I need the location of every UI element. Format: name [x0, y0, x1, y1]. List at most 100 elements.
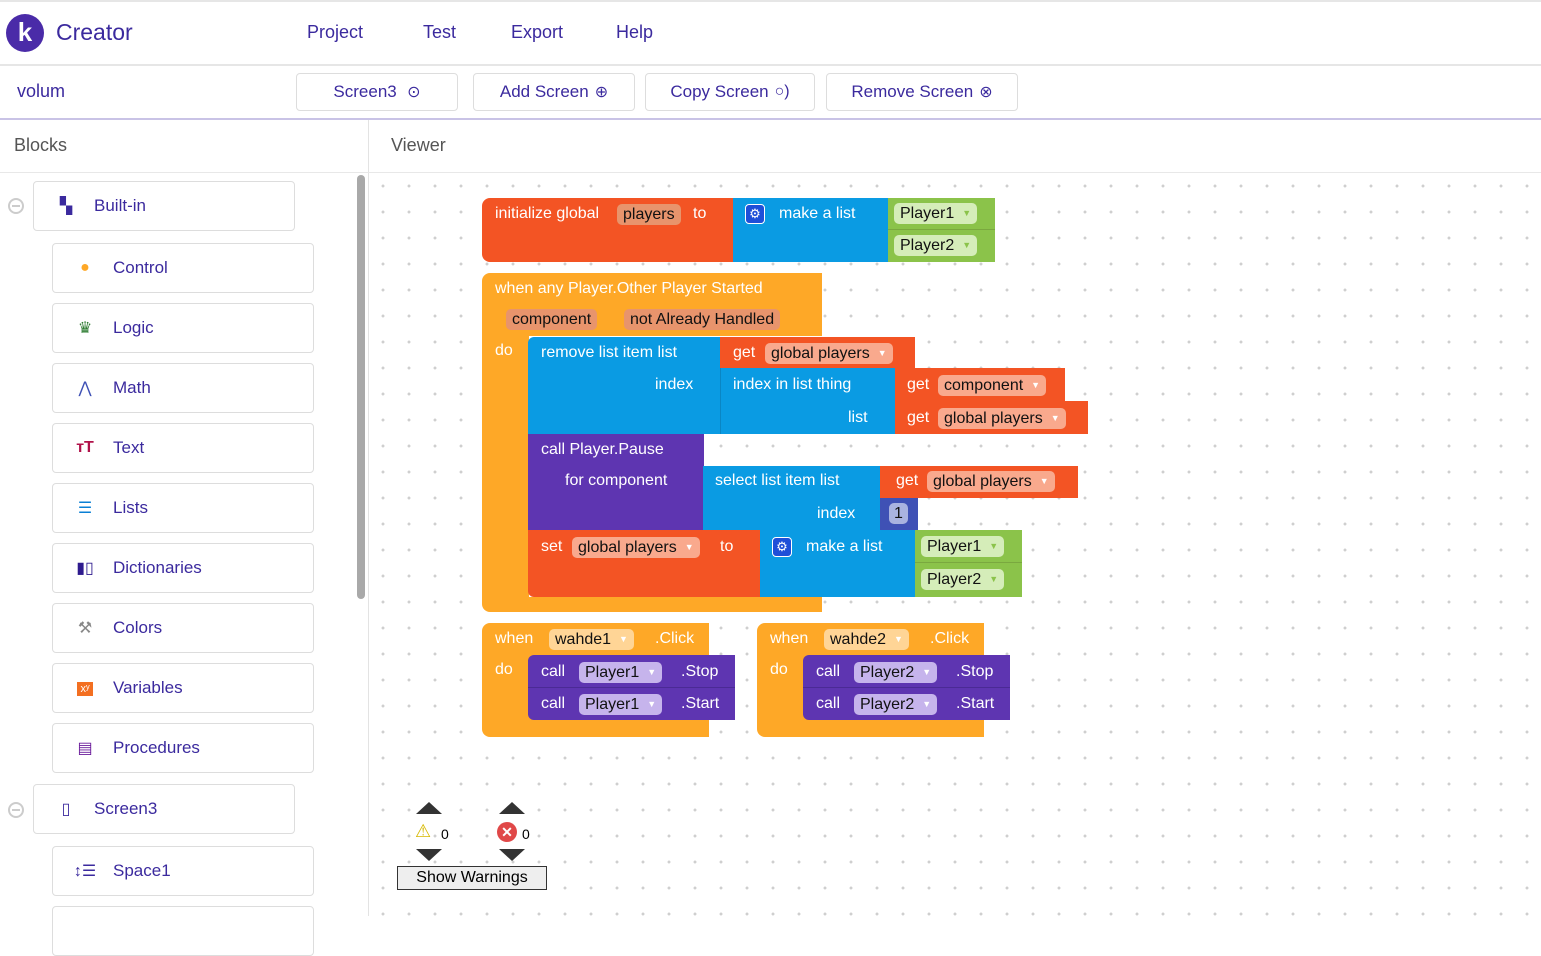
- dictionaries-icon: ▮▯: [76, 560, 94, 577]
- plus-circle-icon: ⊕: [594, 84, 609, 101]
- event-param[interactable]: not Already Handled: [624, 309, 781, 330]
- initialize-global-block[interactable]: [482, 198, 734, 262]
- sidebar-item-lists[interactable]: ☰Lists: [52, 483, 314, 533]
- sidebar-item-label: Screen3: [94, 799, 158, 818]
- sidebar-item-dictionaries[interactable]: ▮▯ Dictionaries: [52, 543, 314, 593]
- variable-name-field[interactable]: players: [617, 204, 681, 225]
- select-list-item-block[interactable]: [703, 466, 881, 530]
- sidebar-item-label: Colors: [113, 618, 163, 637]
- viewer-panel-title: Viewer: [391, 135, 446, 155]
- block-label: call: [816, 663, 841, 680]
- sidebar-item-screen3[interactable]: ▯Screen3: [33, 784, 295, 834]
- top-bar: [0, 0, 1541, 66]
- index-in-list-block[interactable]: [720, 368, 896, 434]
- add-screen-button[interactable]: Add Screen⊕: [473, 73, 635, 111]
- component-dropdown[interactable]: wahde2▼: [824, 629, 909, 650]
- block-label: select list item list: [715, 472, 840, 489]
- variable-dropdown[interactable]: global players▼: [572, 537, 700, 558]
- variable-dropdown[interactable]: global players▼: [938, 408, 1066, 429]
- sidebar-item-math[interactable]: ⋀ Math: [52, 363, 314, 413]
- procedures-icon: ▤: [77, 740, 93, 757]
- sidebar-scrollbar[interactable]: [357, 175, 365, 599]
- remove-circle-icon: ⊗: [979, 84, 993, 101]
- block-label: get: [733, 344, 756, 361]
- copy-screen-label: Copy Screen: [670, 82, 769, 101]
- block-label: when: [495, 630, 534, 647]
- call-player-pause-block[interactable]: [528, 434, 704, 530]
- blocks-panel-title: Blocks: [14, 135, 68, 155]
- variable-dropdown[interactable]: global players▼: [765, 343, 893, 364]
- event-param[interactable]: component: [506, 309, 598, 330]
- block-label: call Player.Pause: [541, 441, 664, 458]
- block-label: .Start: [681, 695, 720, 712]
- component-dropdown[interactable]: Player2▼: [894, 235, 978, 256]
- component-dropdown[interactable]: Player2▼: [854, 694, 938, 715]
- number-field[interactable]: 1: [889, 503, 908, 524]
- component-dropdown[interactable]: Player1▼: [579, 662, 663, 683]
- component-dropdown[interactable]: Player2▼: [921, 569, 1005, 590]
- collapse-builtin-icon[interactable]: [8, 198, 24, 214]
- spacing-icon: ↕☰: [73, 863, 97, 880]
- next-error-button[interactable]: [499, 849, 525, 861]
- block-label: get: [896, 472, 919, 489]
- math-icon: ⋀: [78, 380, 92, 397]
- logic-icon: ♛: [77, 320, 93, 337]
- sidebar-item-label: Built-in: [94, 196, 146, 215]
- component-dropdown[interactable]: Player1▼: [894, 203, 978, 224]
- component-dropdown[interactable]: Player1▼: [921, 536, 1005, 557]
- sidebar-item-logic[interactable]: ♛ Logic: [52, 303, 314, 353]
- sidebar-item-procedures[interactable]: ▤ Procedures: [52, 723, 314, 773]
- sidebar-item-next[interactable]: [52, 906, 314, 956]
- sidebar-item-builtin[interactable]: ▚ Built-in: [33, 181, 295, 231]
- menu-help[interactable]: Help: [616, 22, 654, 42]
- mutator-gear-icon[interactable]: ⚙: [772, 537, 792, 557]
- block-label: get: [907, 409, 930, 426]
- brand-name: Creator: [56, 19, 133, 45]
- remove-list-item-block[interactable]: [528, 337, 721, 434]
- prev-warning-button[interactable]: [416, 802, 442, 814]
- block-label: do: [495, 661, 513, 678]
- block-label: call: [541, 695, 566, 712]
- block-label: list: [848, 409, 868, 426]
- sidebar-item-label: Text: [113, 438, 145, 457]
- component-dropdown[interactable]: wahde1▼: [549, 629, 634, 650]
- copy-screen-button[interactable]: Copy Screen○): [645, 73, 815, 111]
- sidebar-item-control[interactable]: ●Control: [52, 243, 314, 293]
- component-dropdown[interactable]: Player1▼: [579, 694, 663, 715]
- prev-error-button[interactable]: [499, 802, 525, 814]
- warning-icon: ⚠: [415, 821, 432, 841]
- remove-screen-button[interactable]: Remove Screen⊗: [826, 73, 1018, 111]
- mutator-gear-icon[interactable]: ⚙: [745, 204, 765, 224]
- sidebar-item-label: Lists: [113, 498, 148, 517]
- variable-dropdown[interactable]: global players▼: [927, 471, 1055, 492]
- sidebar-item-label: Procedures: [113, 738, 200, 757]
- block-label: when any Player.Other Player Started: [495, 280, 763, 297]
- sidebar-item-label: Logic: [113, 318, 154, 337]
- block-label: .Start: [956, 695, 995, 712]
- header-divider: [0, 172, 1541, 173]
- event-block-footer: [482, 597, 822, 612]
- screen-select[interactable]: Screen3 ⊙: [296, 73, 458, 111]
- sidebar-item-label: Math: [113, 378, 151, 397]
- collapse-screen-icon[interactable]: [8, 802, 24, 818]
- menu-project[interactable]: Project: [307, 22, 364, 42]
- block-label: for component: [565, 472, 668, 489]
- variable-dropdown[interactable]: component▼: [938, 375, 1047, 396]
- widgets-icon: ▚: [59, 198, 73, 215]
- screen-select-label: Screen3: [333, 82, 397, 101]
- block-label: .Stop: [956, 663, 994, 680]
- show-warnings-button[interactable]: Show Warnings: [397, 866, 547, 890]
- component-dropdown[interactable]: Player2▼: [854, 662, 938, 683]
- block-label: to: [720, 538, 734, 555]
- sidebar-item-colors[interactable]: ⚒Colors: [52, 603, 314, 653]
- sidebar-item-label: Dictionaries: [113, 558, 202, 577]
- next-warning-button[interactable]: [416, 849, 442, 861]
- block-label: to: [693, 205, 707, 222]
- sidebar-item-space1[interactable]: ↕☰Space1: [52, 846, 314, 896]
- menu-test[interactable]: Test: [423, 22, 457, 42]
- menu-export[interactable]: Export: [511, 22, 564, 42]
- block-label: make a list: [806, 538, 883, 555]
- block-label: do: [770, 661, 788, 678]
